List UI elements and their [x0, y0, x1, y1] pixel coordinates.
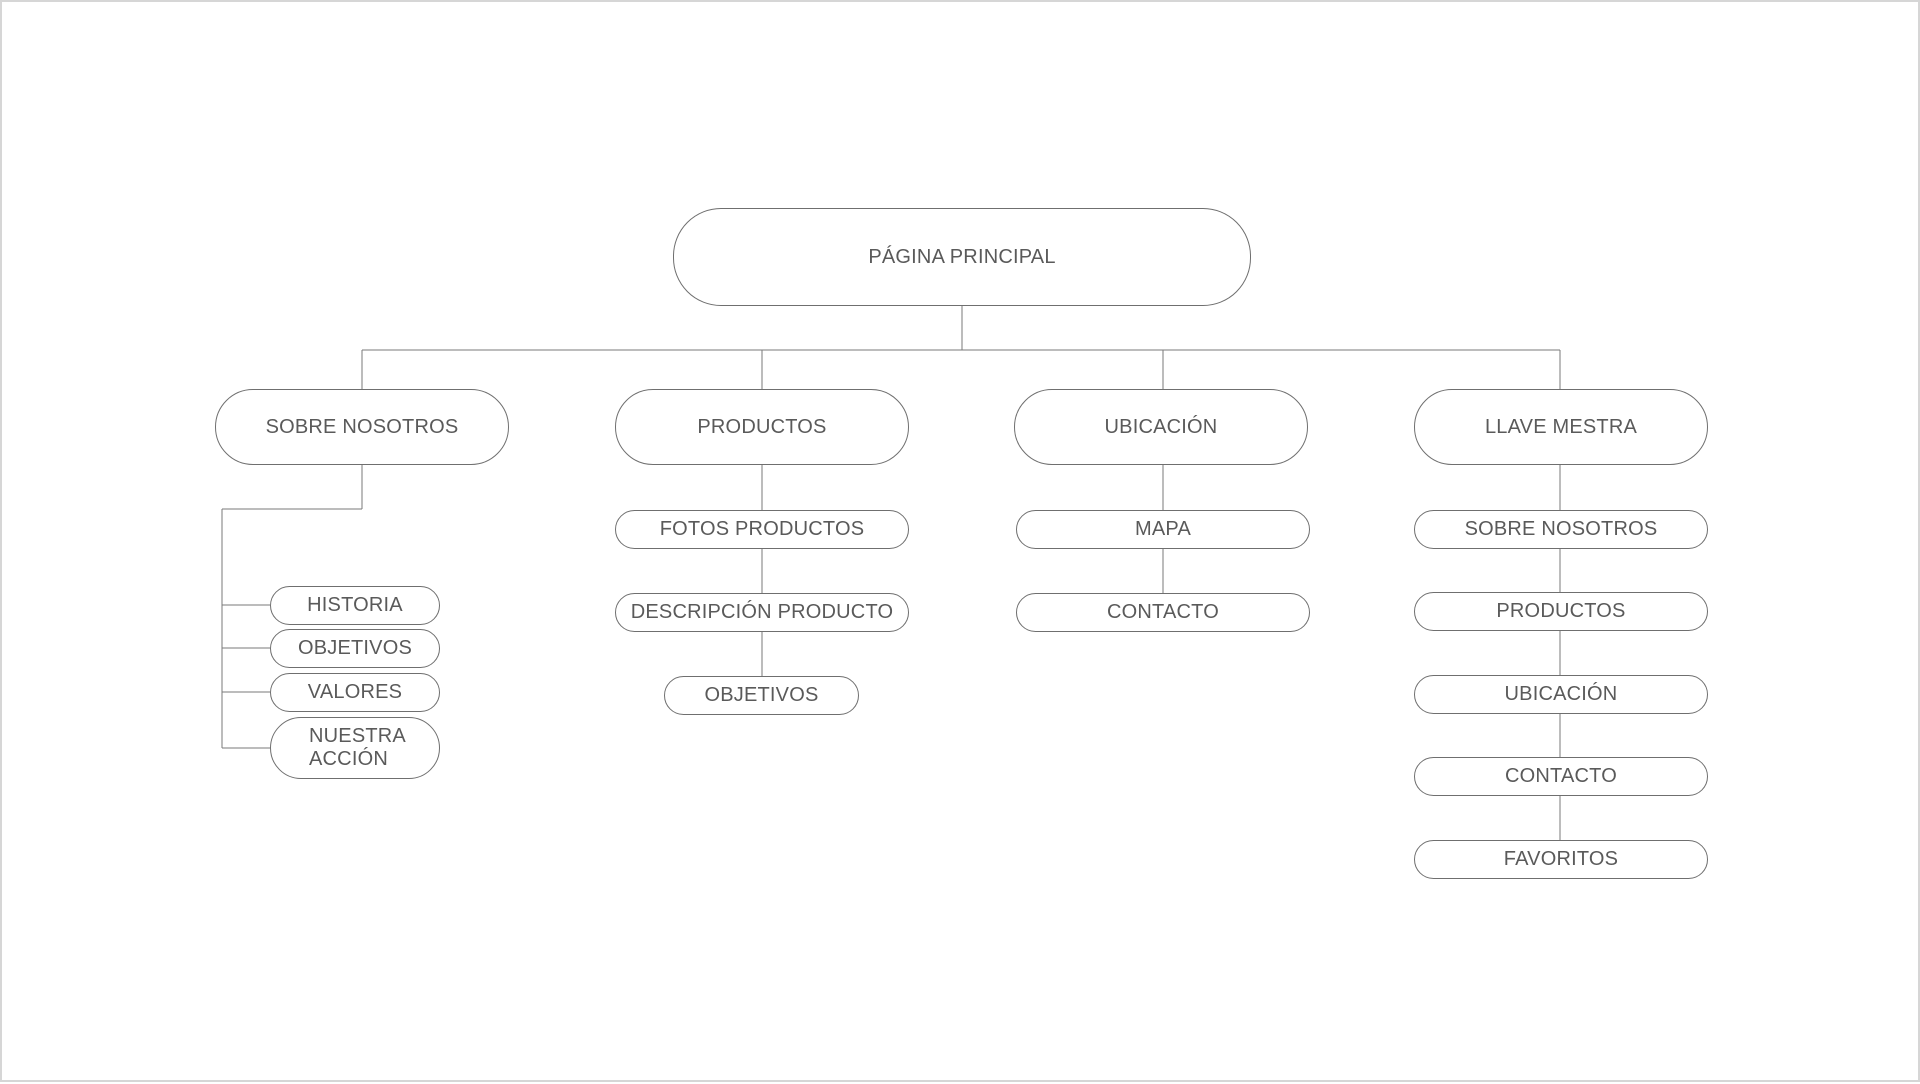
child-label: NUESTRA ACCIÓN — [309, 725, 405, 770]
child-label: UBICACIÓN — [1504, 683, 1618, 705]
child-node-valores[interactable]: VALORES — [270, 673, 440, 712]
child-node-historia[interactable]: HISTORIA — [270, 586, 440, 625]
section-label: LLAVE MESTRA — [1484, 415, 1638, 438]
child-label: CONTACTO — [1107, 601, 1219, 623]
child-node-sobre-nosotros-llave[interactable]: SOBRE NOSOTROS — [1414, 510, 1708, 549]
child-node-objetivos-productos[interactable]: OBJETIVOS — [664, 676, 859, 715]
root-node-pagina-principal[interactable]: PÁGINA PRINCIPAL — [673, 208, 1251, 306]
child-label: FOTOS PRODUCTOS — [659, 518, 865, 540]
child-node-nuestra-accion[interactable]: NUESTRA ACCIÓN — [270, 717, 440, 779]
child-node-mapa[interactable]: MAPA — [1016, 510, 1310, 549]
child-label: OBJETIVOS — [297, 637, 413, 659]
section-node-sobre-nosotros[interactable]: SOBRE NOSOTROS — [215, 389, 509, 465]
child-label: DESCRIPCIÓN PRODUCTO — [630, 601, 894, 623]
section-node-ubicacion[interactable]: UBICACIÓN — [1014, 389, 1308, 465]
child-label: SOBRE NOSOTROS — [1464, 518, 1658, 540]
child-label: FAVORITOS — [1503, 848, 1619, 870]
child-label: MAPA — [1135, 518, 1191, 540]
child-node-contacto-llave[interactable]: CONTACTO — [1414, 757, 1708, 796]
child-label: PRODUCTOS — [1496, 600, 1626, 622]
child-node-contacto-ubicacion[interactable]: CONTACTO — [1016, 593, 1310, 632]
root-node-label: PÁGINA PRINCIPAL — [868, 245, 1056, 268]
child-node-descripcion-producto[interactable]: DESCRIPCIÓN PRODUCTO — [615, 593, 909, 632]
section-label: UBICACIÓN — [1104, 415, 1218, 438]
child-label: CONTACTO — [1505, 765, 1617, 787]
child-label: HISTORIA — [307, 594, 403, 616]
section-node-llave-mestra[interactable]: LLAVE MESTRA — [1414, 389, 1708, 465]
child-node-productos-llave[interactable]: PRODUCTOS — [1414, 592, 1708, 631]
child-node-ubicacion-llave[interactable]: UBICACIÓN — [1414, 675, 1708, 714]
child-label: OBJETIVOS — [704, 684, 819, 706]
child-label: VALORES — [307, 681, 403, 703]
section-node-productos[interactable]: PRODUCTOS — [615, 389, 909, 465]
section-label: PRODUCTOS — [697, 415, 827, 438]
child-node-favoritos[interactable]: FAVORITOS — [1414, 840, 1708, 879]
section-label: SOBRE NOSOTROS — [265, 415, 459, 438]
child-node-fotos-productos[interactable]: FOTOS PRODUCTOS — [615, 510, 909, 549]
child-node-objetivos[interactable]: OBJETIVOS — [270, 629, 440, 668]
